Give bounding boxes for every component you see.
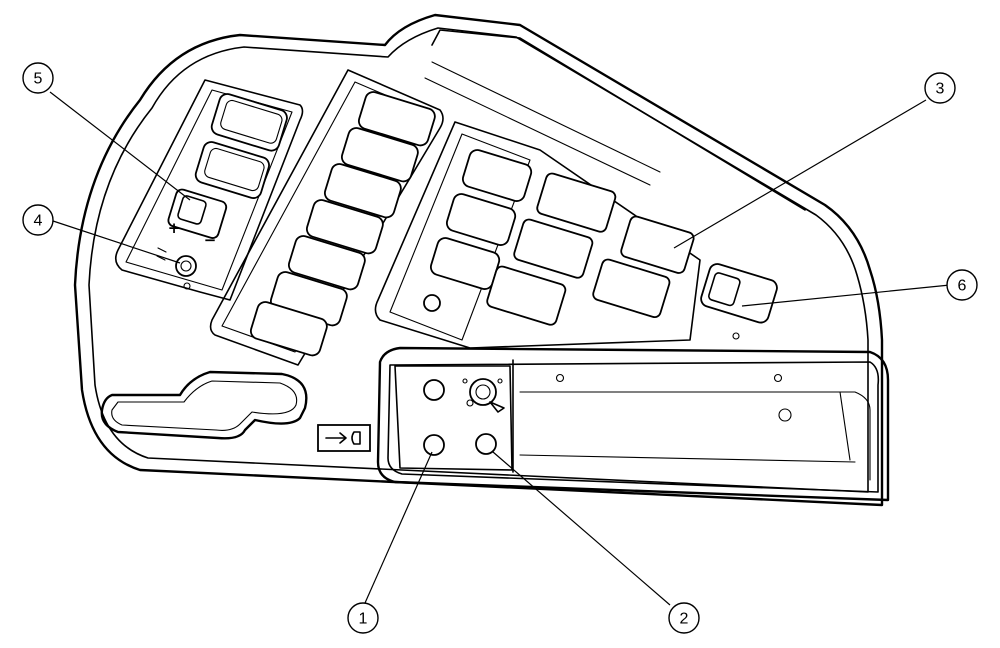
right-switch-a1[interactable]	[461, 148, 533, 203]
plus-glyph: +	[168, 219, 181, 237]
callout-2: 2	[668, 602, 700, 634]
console-body	[73, 13, 884, 507]
handle-slot	[100, 370, 371, 452]
mid-switch-7[interactable]	[249, 300, 329, 357]
right-switch-b2[interactable]	[513, 218, 594, 279]
right-switch-b1[interactable]	[536, 172, 617, 233]
middle-switch-column	[209, 69, 444, 366]
socket-item1[interactable]	[423, 434, 445, 456]
mid-switch-5[interactable]	[287, 234, 367, 291]
minus-glyph: −	[204, 231, 217, 249]
mid-switch-3[interactable]	[323, 162, 403, 219]
right-switch-a3[interactable]	[429, 236, 501, 291]
right-switch-a2[interactable]	[445, 192, 517, 247]
callout-3-label: 3	[936, 81, 945, 98]
callout-6-circle	[946, 269, 978, 301]
lower-button-upper[interactable]	[423, 379, 445, 401]
right-block-indicator	[423, 294, 441, 312]
callout-1: 1	[347, 602, 379, 634]
left-switch-panel: + −	[114, 79, 304, 301]
middle-switch-stack	[249, 90, 437, 357]
callout-5-circle	[22, 62, 54, 94]
mid-switch-1[interactable]	[357, 90, 437, 147]
mid-switch-2[interactable]	[340, 126, 420, 183]
rocker-switch-item6[interactable]	[699, 262, 779, 325]
callout-6-label: 6	[958, 278, 967, 295]
callout-2-circle	[668, 602, 700, 634]
callout-6: 6	[946, 269, 978, 301]
right-switch-block	[374, 121, 779, 349]
mid-switch-4[interactable]	[305, 198, 385, 255]
left-switch-middle[interactable]	[194, 140, 271, 200]
callout-4-circle	[22, 204, 54, 236]
callout-4-label: 4	[34, 213, 43, 230]
left-switch-upper[interactable]	[210, 92, 289, 153]
callout-1-circle	[347, 602, 379, 634]
callout-3: 3	[924, 72, 956, 104]
leader-lines	[49, 91, 951, 606]
right-switch-c2[interactable]	[592, 258, 671, 319]
right-switch-b3[interactable]	[486, 265, 567, 326]
right-switch-c1[interactable]	[620, 215, 695, 274]
callout-3-circle	[924, 72, 956, 104]
rotary-selector[interactable]	[469, 378, 497, 406]
callout-5: 5	[22, 62, 54, 94]
callout-2-label: 2	[680, 611, 689, 628]
socket-item2[interactable]	[475, 433, 497, 455]
leader-5	[49, 91, 191, 201]
leader-1	[364, 451, 433, 604]
rotary-knob-item4[interactable]	[175, 255, 197, 277]
callout-4: 4	[22, 204, 54, 236]
leader-6	[741, 284, 951, 307]
callout-1-label: 1	[359, 611, 368, 628]
leader-3	[673, 99, 927, 249]
rocker-switch-item5[interactable]	[167, 188, 228, 240]
callout-5-label: 5	[34, 71, 43, 88]
lower-tray	[376, 346, 890, 502]
leader-4	[49, 219, 181, 264]
leader-2	[492, 451, 671, 606]
